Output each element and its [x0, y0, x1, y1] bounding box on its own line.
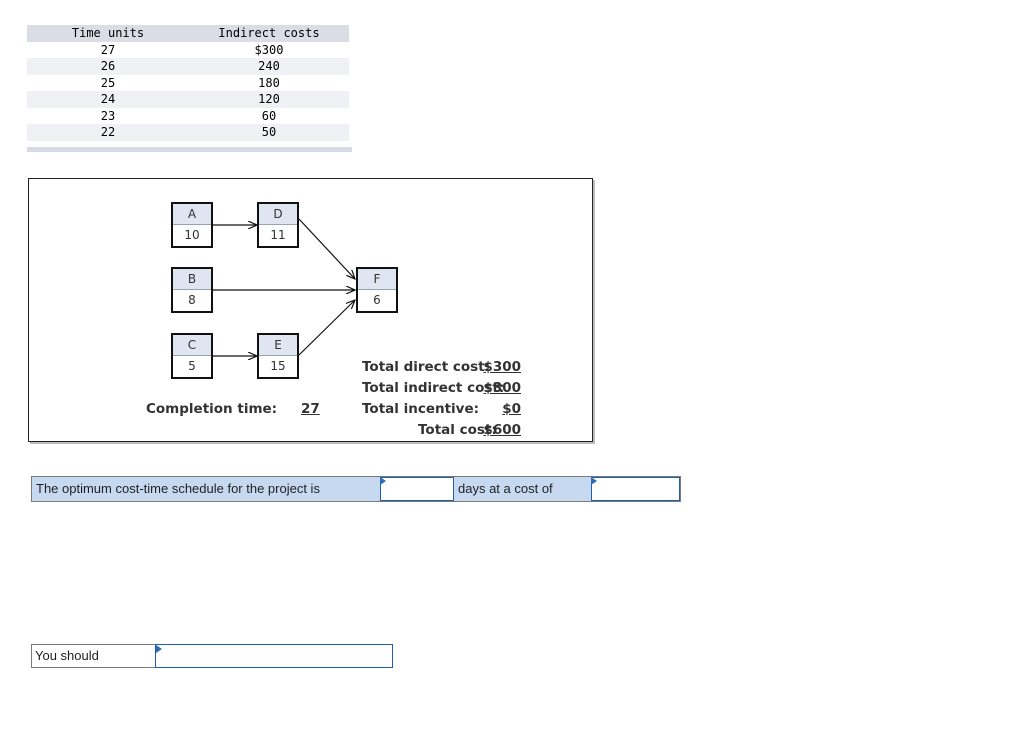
cell-time: 27	[100, 42, 116, 57]
total-indirect-cost-label: Total indirect cost:	[362, 380, 505, 396]
you-should-label: You should	[31, 644, 156, 668]
cell-cost: $300	[254, 42, 284, 57]
table-row: 22 50	[27, 124, 349, 141]
total-incentive-value: $0	[502, 401, 521, 417]
node-f-label: F	[358, 269, 396, 290]
node-f-time: 6	[373, 293, 381, 307]
optimum-schedule-prompt: The optimum cost-time schedule for the p…	[32, 477, 380, 501]
total-indirect-cost-value: $300	[483, 380, 521, 396]
node-b-time: 8	[188, 293, 196, 307]
cell-time: 25	[100, 75, 116, 90]
network-diagram: A 10 D 11 B 8 F 6 C 5 E 15 Completion ti…	[28, 178, 593, 442]
days-input[interactable]	[380, 477, 454, 501]
node-d: D 11	[257, 202, 299, 248]
cell-time: 26	[100, 59, 116, 73]
node-a: A 10	[171, 202, 213, 248]
cost-input[interactable]	[591, 477, 680, 501]
cell-cost: 240	[258, 59, 280, 73]
you-should-input-wrap	[155, 644, 393, 668]
total-incentive-label: Total incentive:	[362, 401, 480, 417]
node-d-time: 11	[270, 228, 286, 242]
table-row: 27 $300	[27, 42, 349, 59]
completion-time-value: 27	[301, 401, 320, 417]
total-direct-cost-label: Total direct cost:	[362, 359, 491, 375]
table-row: 26 240	[27, 58, 349, 75]
table-row: 25 180	[27, 75, 349, 92]
cell-cost: 60	[261, 108, 277, 123]
node-f: F 6	[356, 267, 398, 313]
cell-time: 23	[100, 108, 116, 123]
arrow-e-f	[298, 300, 355, 356]
indirect-cost-table: Time units Indirect costs 27 $300 26 240…	[27, 25, 349, 141]
node-e: E 15	[257, 333, 299, 379]
optimum-schedule-row: The optimum cost-time schedule for the p…	[31, 476, 681, 502]
header-time-units: Time units	[71, 26, 145, 40]
node-c: C 5	[171, 333, 213, 379]
node-b-label: B	[173, 269, 211, 290]
node-c-label: C	[173, 335, 211, 356]
cell-cost: 50	[261, 125, 277, 139]
input-marker-icon	[591, 477, 597, 485]
node-a-label: A	[173, 204, 211, 225]
node-c-time: 5	[188, 359, 196, 373]
total-direct-cost-value: $300	[483, 359, 521, 375]
node-b: B 8	[171, 267, 213, 313]
cell-cost: 180	[258, 75, 280, 90]
arrow-d-f	[298, 218, 355, 279]
cell-time: 22	[100, 125, 116, 139]
you-should-input[interactable]	[156, 645, 392, 667]
cell-cost: 120	[258, 92, 280, 106]
node-d-label: D	[259, 204, 297, 225]
network-arrows	[213, 218, 592, 441]
days-input-wrap	[380, 477, 454, 501]
node-a-time: 10	[184, 228, 200, 242]
cell-time: 24	[100, 92, 116, 106]
table-row: 23 60	[27, 108, 349, 125]
days-at-cost-label: days at a cost of	[454, 477, 591, 501]
table-bottom-bar	[27, 147, 352, 152]
completion-time-label: Completion time:	[146, 401, 278, 417]
input-marker-icon	[380, 477, 386, 485]
header-indirect-costs: Indirect costs	[218, 26, 320, 40]
total-cost-value: $600	[483, 422, 521, 438]
cost-input-wrap	[591, 477, 680, 501]
node-e-time: 15	[270, 359, 286, 373]
table-header-row: Time units Indirect costs	[27, 25, 349, 42]
table-row: 24 120	[27, 91, 349, 108]
input-marker-icon	[156, 645, 162, 653]
total-cost-label: Total cost:	[418, 422, 497, 438]
node-e-label: E	[259, 335, 297, 356]
